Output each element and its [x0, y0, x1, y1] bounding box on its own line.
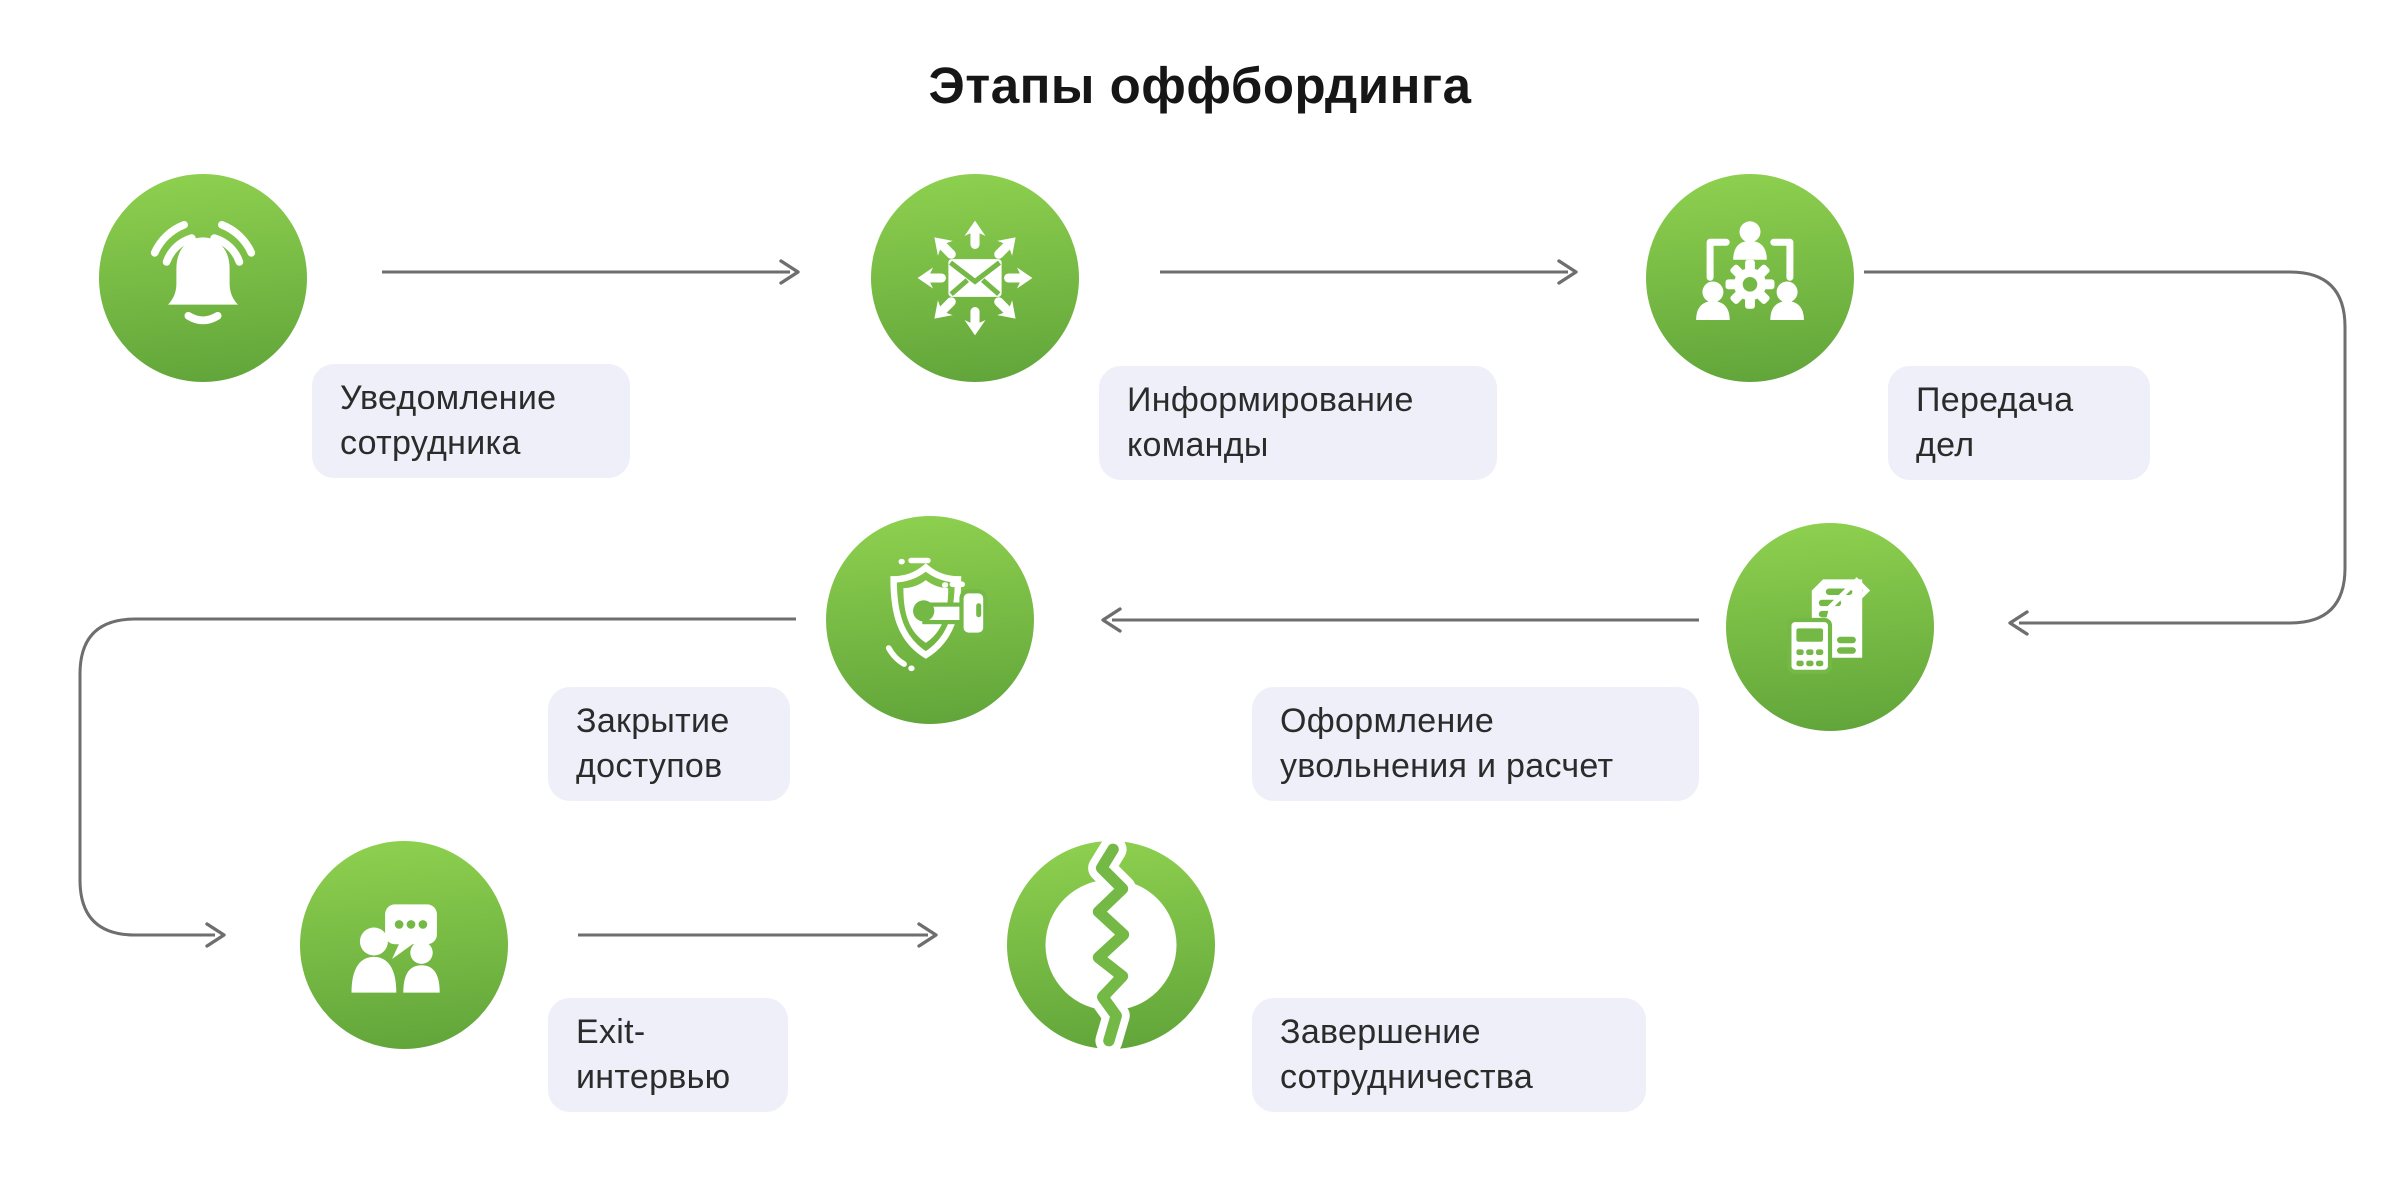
step-2-label: Информирование команды — [1099, 366, 1497, 480]
team-handover-icon — [1696, 221, 1804, 320]
shield-key-icon — [885, 557, 988, 672]
diagram-title: Этапы оффбординга — [928, 57, 1472, 114]
bell-icon — [150, 220, 256, 325]
step-7-label: Завершение сотрудничества — [1252, 998, 1646, 1112]
arrow-3-elbow-line — [1864, 270, 2347, 625]
step-1-label: Уведомление сотрудника — [312, 364, 630, 478]
step-3-circle — [1646, 174, 1854, 382]
arrow-5-elbow-line — [78, 617, 796, 937]
paperwork-calculator-icon — [1787, 577, 1871, 674]
step-5-circle — [826, 516, 1034, 724]
arrow-5-head — [205, 922, 226, 948]
broken-circle-icon — [1045, 841, 1177, 1049]
arrow-6-head — [917, 922, 938, 948]
step-4-circle — [1726, 523, 1934, 731]
arrow-1-head — [779, 259, 800, 285]
step-4-label: Оформление увольнения и расчет — [1252, 687, 1699, 801]
step-6-circle — [300, 841, 508, 1049]
step-3-label: Передача дел — [1888, 366, 2150, 480]
broadcast-envelope-icon — [905, 208, 1045, 348]
step-1-circle — [99, 174, 307, 382]
exit-interview-chat-icon — [351, 904, 440, 993]
arrow-3-head — [2008, 610, 2029, 636]
arrow-4-head — [1101, 607, 1122, 633]
step-5-label: Закрытие доступов — [548, 687, 790, 801]
step-2-circle — [871, 174, 1079, 382]
step-6-label: Exit- интервью — [548, 998, 788, 1112]
step-7-circle — [1007, 841, 1215, 1049]
arrow-2-head — [1557, 259, 1578, 285]
